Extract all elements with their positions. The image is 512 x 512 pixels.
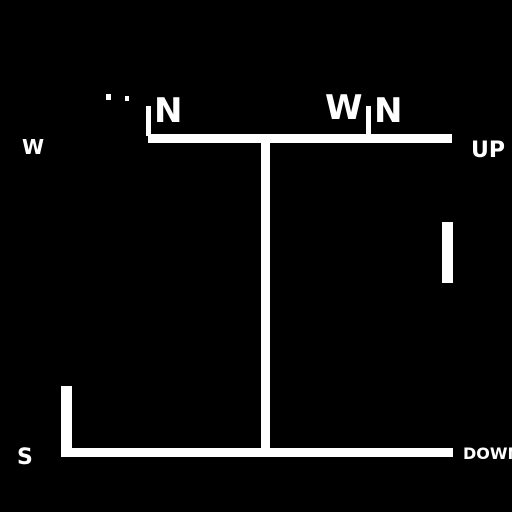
start-label: S <box>17 445 33 470</box>
right-win-divider <box>366 106 371 136</box>
top-horizontal-bar <box>148 134 452 143</box>
up-label: UP <box>471 138 505 163</box>
top-left-n-label: N <box>154 91 183 131</box>
left-vertical-post <box>61 386 72 448</box>
center-vertical-stem <box>261 143 270 448</box>
top-right-w-label: W <box>325 88 363 128</box>
left-w-label: W <box>22 135 45 159</box>
top-right-n-label: N <box>374 91 403 131</box>
partial-letter-fragment <box>125 96 129 101</box>
partial-letter-fragment <box>106 94 111 100</box>
down-label: DOWN <box>463 444 512 463</box>
left-win-divider <box>146 106 151 136</box>
bottom-horizontal-bar <box>61 448 453 457</box>
right-vertical-post <box>442 222 453 283</box>
